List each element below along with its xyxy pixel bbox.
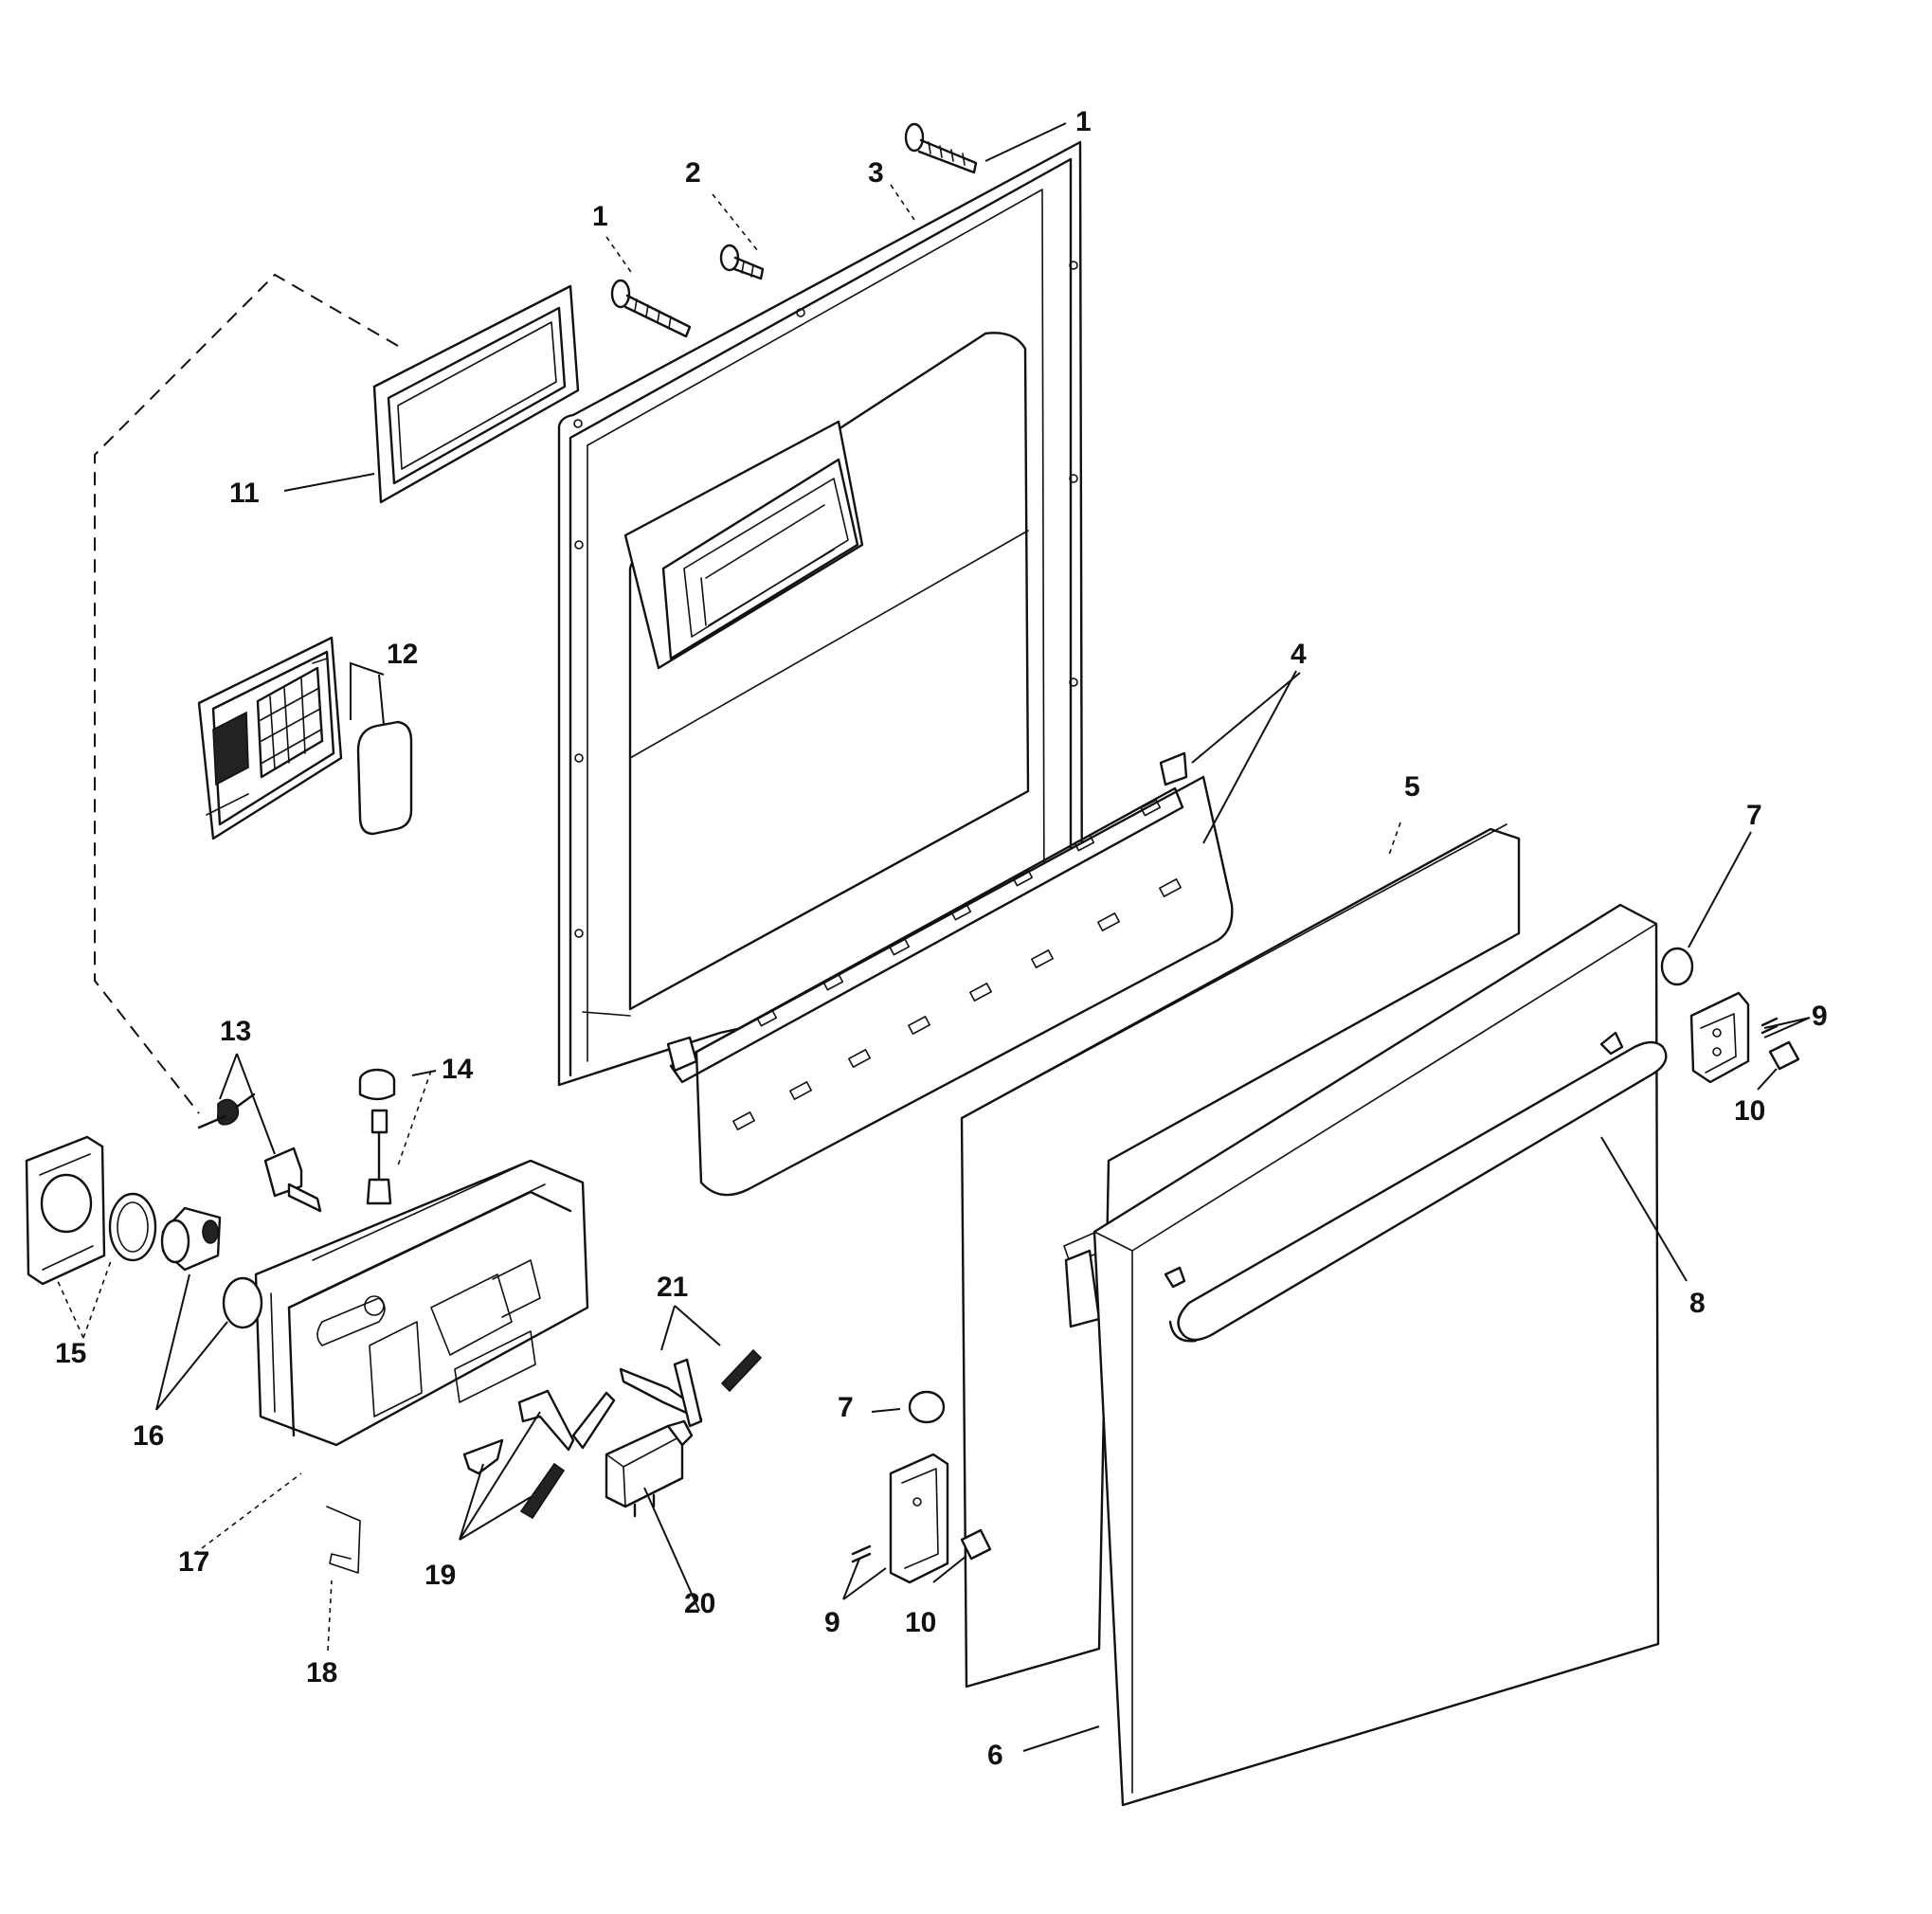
hinge-rail [666, 751, 1234, 1197]
callout-1-left: 1 [592, 201, 608, 232]
vent-assembly [197, 636, 413, 840]
callout-3: 3 [868, 157, 884, 189]
callout-10-right: 10 [1734, 1095, 1765, 1127]
callout-21: 21 [657, 1272, 688, 1303]
dispenser-body [254, 1159, 589, 1447]
lever-spring-21 [619, 1348, 763, 1428]
assembly-dashed-line [94, 273, 399, 1114]
callout-19: 19 [424, 1560, 456, 1591]
plunger-14 [358, 1068, 396, 1205]
dispenser-knob-16 [160, 1206, 263, 1329]
solenoid-20 [605, 1419, 694, 1518]
callout-12: 12 [387, 639, 418, 670]
callout-7-left: 7 [838, 1392, 854, 1423]
screw-2 [719, 244, 765, 280]
callout-5: 5 [1404, 771, 1420, 803]
clip-18 [326, 1506, 361, 1574]
door-handle [1164, 1031, 1668, 1343]
callout-2: 2 [685, 157, 701, 189]
leader-lines [56, 122, 1811, 1752]
inner-door-panel [557, 140, 1084, 1087]
callout-16: 16 [133, 1420, 164, 1452]
callout-17: 17 [178, 1546, 209, 1578]
spring-lever-13 [197, 1092, 322, 1213]
callout-15: 15 [55, 1338, 86, 1369]
callout-11: 11 [229, 478, 260, 509]
callout-6: 6 [987, 1740, 1003, 1771]
callout-9-left: 9 [824, 1607, 840, 1638]
callout-20: 20 [684, 1588, 715, 1619]
callout-labels: 1 1 2 3 4 5 6 7 7 8 9 9 10 10 11 12 13 1… [55, 106, 1828, 1771]
callout-8: 8 [1689, 1288, 1706, 1319]
latch-parts-19 [462, 1389, 616, 1520]
hinge-bracket-left [851, 1390, 992, 1584]
callout-1-top: 1 [1075, 106, 1092, 137]
callout-14: 14 [442, 1054, 474, 1085]
callout-13: 13 [220, 1016, 251, 1047]
callout-10-left: 10 [905, 1607, 936, 1638]
callout-18: 18 [306, 1657, 337, 1688]
callout-9-right: 9 [1812, 1001, 1828, 1032]
callout-4: 4 [1291, 639, 1307, 670]
hinge-bracket-right [1660, 947, 1800, 1084]
dispenser-cover-15 [25, 1135, 157, 1286]
screw-1-left [610, 279, 692, 338]
callout-7-right: 7 [1746, 800, 1762, 831]
window-gasket [372, 284, 580, 504]
screw-1-top [904, 122, 978, 174]
